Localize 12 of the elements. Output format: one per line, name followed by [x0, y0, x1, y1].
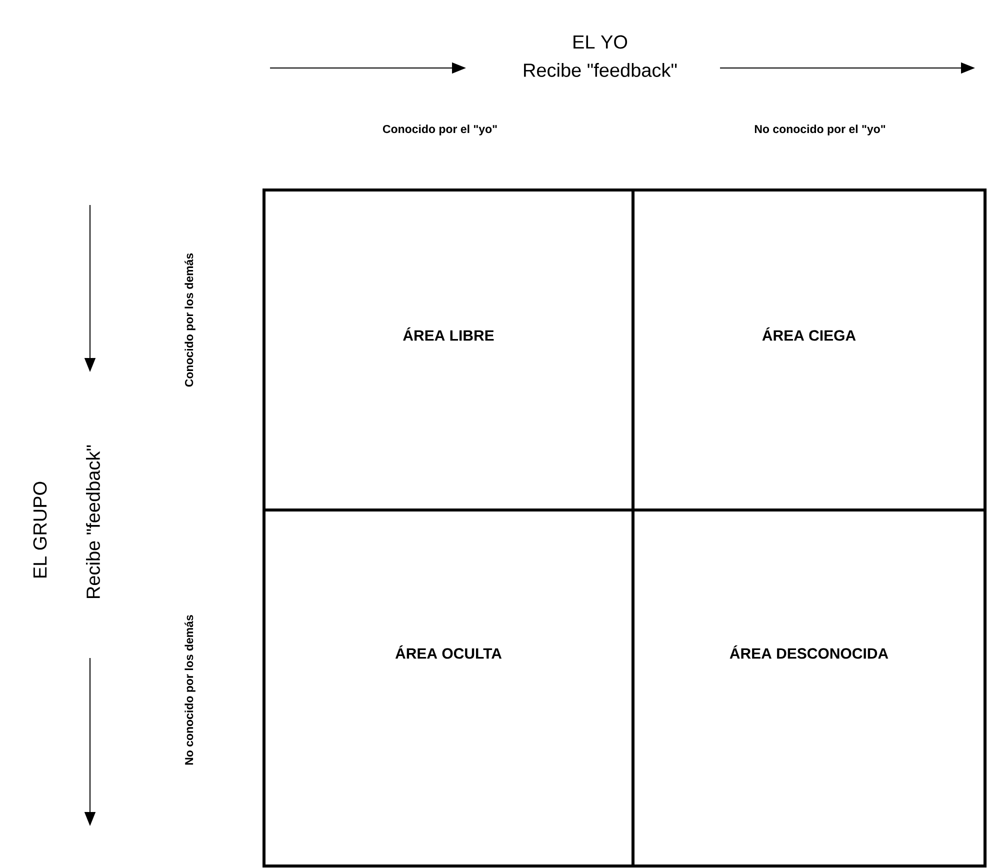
quadrant-cell: ÁREA DESCONOCIDA	[632, 508, 986, 868]
quadrant-cell: ÁREA OCULTA	[262, 508, 634, 868]
row-header: Conocido por los demás	[184, 253, 196, 387]
axis-label: Recibe "feedback"	[524, 63, 677, 77]
axis-label: Recibe "feedback"	[86, 445, 100, 598]
column-header: No conocido por el "yo"	[754, 124, 886, 136]
quadrant-cell: ÁREA CIEGA	[632, 188, 986, 512]
column-header: Conocido por el "yo"	[382, 124, 497, 136]
axis-title: EL GRUPO	[33, 482, 47, 578]
row-header: No conocido por los demás	[184, 615, 196, 765]
axis-title: EL YO	[574, 35, 628, 49]
quadrant-cell: ÁREA LIBRE	[262, 188, 634, 512]
